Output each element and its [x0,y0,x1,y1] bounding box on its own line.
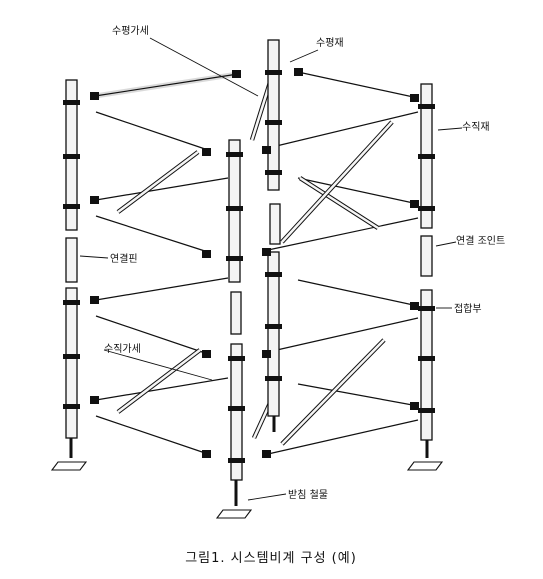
leader-lines [79,37,463,501]
ledger [95,415,209,455]
diagonal-brace [281,339,385,445]
standard-front-pin [230,291,242,335]
ledger [95,177,229,201]
label-base-jack: 받침 철물 [288,489,328,501]
ledger [95,277,229,301]
ledger [297,177,419,205]
standard-left-lower [65,287,78,439]
ledger [267,419,419,455]
ledger [94,71,239,99]
label-horizontal-brace: 수평가세 [112,25,149,37]
standard-right-lower [420,289,433,441]
label-vertical-member: 수직재 [462,121,490,133]
label-joint-part: 접합부 [454,303,482,315]
ledger [297,71,419,99]
ledger [95,315,209,355]
ledger [94,73,239,97]
standard-left-pin [65,237,78,283]
ledger [267,317,419,353]
standard-back-pin [269,203,281,245]
diagonal-brace [117,349,201,413]
base-jacks [50,416,444,519]
ledger [297,279,419,307]
diagonal-brace [299,176,379,230]
rosette-joints [63,68,435,463]
ledger [95,377,229,401]
standard-right-pin [420,235,433,277]
diagonal-braces [116,75,394,446]
figure-caption: 그림1. 시스템비계 구성 (예) [185,551,357,566]
label-horizontal-member: 수평재 [316,37,344,49]
label-vertical-brace: 수직가세 [104,343,141,355]
ledger [95,111,209,151]
diagonal-brace [117,151,199,213]
ledger [267,217,419,251]
labels: 수평가세 수평재 수직재 연결핀 연결 조인트 접합부 수직가세 받침 철물 [104,25,505,501]
ledger [95,215,209,253]
diagonal-brace [281,121,393,243]
horizontal-ledgers [94,71,419,455]
ledger [267,111,419,149]
ledger [297,383,419,407]
standard-back-upper [267,39,280,191]
label-connection-joint: 연결 조인트 [456,235,505,247]
label-connecting-pin: 연결핀 [110,253,138,265]
